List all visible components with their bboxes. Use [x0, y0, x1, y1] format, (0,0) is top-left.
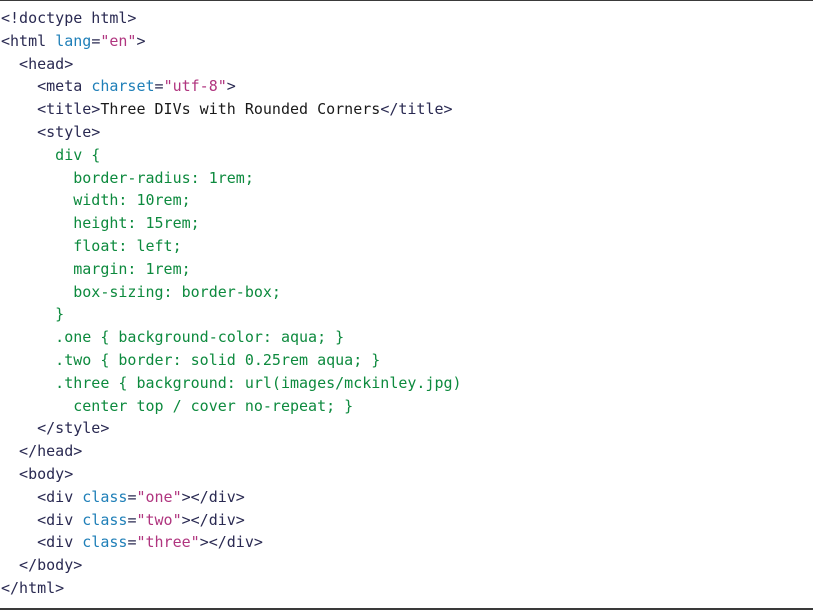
code-token: <style>: [1, 122, 101, 141]
code-token: "one": [136, 487, 182, 506]
code-line: <meta charset="utf-8">: [1, 75, 462, 98]
code-line: .three { background: url(images/mckinley…: [1, 372, 462, 395]
code-token: "two": [136, 510, 182, 529]
code-token: =: [91, 31, 101, 50]
code-token: box-sizing: border-box;: [1, 282, 281, 301]
code-token: </head>: [1, 442, 83, 461]
code-token: <div: [1, 533, 83, 552]
code-token: class: [82, 487, 128, 506]
code-token: "three": [136, 533, 200, 552]
code-line: <head>: [1, 53, 462, 76]
code-token: <!doctype html>: [1, 9, 137, 27]
code-token: </body>: [1, 556, 83, 575]
code-line: margin: 1rem;: [1, 258, 462, 281]
code-token: ></div>: [181, 510, 245, 529]
code-token: margin: 1rem;: [1, 259, 191, 278]
code-line: <!doctype html>: [1, 7, 462, 30]
code-token: class: [82, 533, 128, 552]
code-token: <meta: [1, 77, 92, 96]
code-token: class: [82, 510, 128, 529]
code-line: <div class="three"></div>: [1, 531, 462, 554]
code-token: <div: [1, 510, 83, 529]
code-line: </head>: [1, 440, 462, 463]
code-token: <title>: [1, 100, 101, 119]
code-token: charset: [91, 77, 155, 96]
code-token: >: [226, 77, 236, 96]
code-token: Three DIVs with Rounded Corners: [100, 100, 381, 119]
code-line: height: 15rem;: [1, 212, 462, 235]
code-line: <div class="one"></div>: [1, 486, 462, 509]
code-token: .two { border: solid 0.25rem aqua; }: [1, 350, 381, 369]
code-line: </style>: [1, 417, 462, 440]
code-line: <style>: [1, 121, 462, 144]
code-line: box-sizing: border-box;: [1, 281, 462, 304]
code-token: .one { background-color: aqua; }: [1, 328, 345, 347]
code-line: float: left;: [1, 235, 462, 258]
code-token: =: [127, 487, 137, 506]
code-token: <html: [1, 31, 56, 50]
code-token: >: [136, 31, 146, 50]
code-token: </title>: [380, 100, 453, 119]
code-line: }: [1, 303, 462, 326]
code-token: width: 10rem;: [1, 191, 191, 210]
code-token: ></div>: [181, 487, 245, 506]
code-line: </body>: [1, 554, 462, 577]
code-token: "en": [100, 31, 137, 50]
code-token: center top / cover no-repeat; }: [1, 396, 354, 415]
code-token: =: [154, 77, 164, 96]
code-line: <title>Three DIVs with Rounded Corners</…: [1, 98, 462, 121]
code-token: <body>: [1, 464, 74, 483]
code-token: border-radius: 1rem;: [1, 168, 254, 187]
code-token: float: left;: [1, 236, 182, 255]
code-block: <!doctype html><html lang="en"> <head> <…: [1, 7, 462, 600]
code-line: .two { border: solid 0.25rem aqua; }: [1, 349, 462, 372]
code-line: <div class="two"></div>: [1, 509, 462, 532]
code-token: lang: [55, 31, 92, 50]
code-token: .three { background: url(images/mckinley…: [1, 373, 462, 392]
code-token: <head>: [1, 54, 74, 73]
code-line: <html lang="en">: [1, 30, 462, 53]
code-token: <div: [1, 487, 83, 506]
code-line: <body>: [1, 463, 462, 486]
code-token: ></div>: [199, 533, 263, 552]
code-token: </html>: [1, 578, 65, 597]
code-line: .one { background-color: aqua; }: [1, 326, 462, 349]
code-token: =: [127, 510, 137, 529]
code-token: }: [1, 305, 65, 324]
code-token: div {: [1, 145, 101, 164]
code-line: width: 10rem;: [1, 189, 462, 212]
code-line: border-radius: 1rem;: [1, 167, 462, 190]
code-line: </html>: [1, 577, 462, 600]
code-line: center top / cover no-repeat; }: [1, 395, 462, 418]
code-token: </style>: [1, 419, 110, 438]
code-token: "utf-8": [163, 77, 227, 96]
code-token: height: 15rem;: [1, 214, 200, 233]
code-line: div {: [1, 144, 462, 167]
code-token: =: [127, 533, 137, 552]
